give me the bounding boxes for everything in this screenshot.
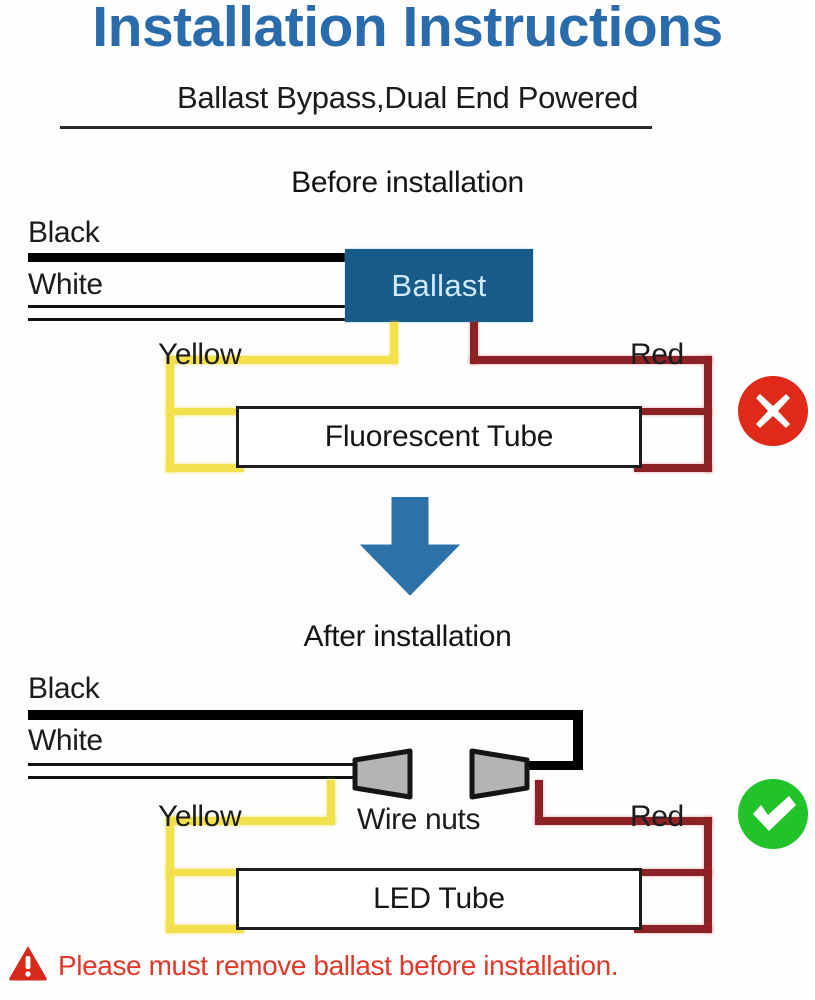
after-yellow-wire-horizontal bbox=[166, 817, 335, 825]
success-check-icon bbox=[737, 778, 809, 850]
after-black-wire-down bbox=[573, 710, 583, 770]
after-white-wire bbox=[28, 763, 358, 779]
after-black-wire-horizontal bbox=[28, 710, 583, 720]
after-black-wire-to-nut bbox=[520, 761, 580, 770]
page-title: Installation Instructions bbox=[92, 0, 723, 59]
footer-warning: Please must remove ballast before instal… bbox=[8, 944, 619, 987]
before-yellow-wire-horizontal bbox=[166, 356, 398, 364]
before-red-branch-top bbox=[634, 408, 712, 415]
before-white-wire bbox=[28, 305, 353, 321]
after-yellow-wire-label: Yellow bbox=[158, 800, 242, 833]
title-divider bbox=[60, 126, 652, 129]
after-black-wire-label: Black bbox=[28, 672, 100, 705]
after-red-wire-label: Red bbox=[630, 800, 684, 833]
ballast-box: Ballast bbox=[345, 249, 533, 322]
after-yellow-wire-drop bbox=[327, 780, 335, 824]
after-yellow-branch-top bbox=[166, 869, 244, 876]
wire-nut-right-icon bbox=[462, 748, 530, 805]
before-white-wire-label: White bbox=[28, 268, 103, 301]
before-black-wire-label: Black bbox=[28, 216, 100, 249]
ballast-box-label: Ballast bbox=[391, 267, 487, 303]
after-yellow-branch-bottom bbox=[166, 925, 244, 933]
before-section-heading: Before installation bbox=[291, 166, 524, 199]
fluorescent-tube-label: Fluorescent Tube bbox=[324, 420, 554, 453]
before-black-wire bbox=[28, 253, 353, 262]
after-red-branch-bottom bbox=[634, 925, 712, 933]
fluorescent-tube-box: Fluorescent Tube bbox=[236, 406, 642, 468]
before-yellow-wire-drop bbox=[390, 322, 398, 364]
before-yellow-wire-label: Yellow bbox=[158, 338, 242, 371]
error-x-icon bbox=[737, 375, 809, 447]
before-red-wire-horizontal bbox=[470, 356, 712, 364]
after-red-branch-top bbox=[634, 869, 712, 876]
led-tube-box: LED Tube bbox=[236, 868, 642, 930]
before-red-wire-label: Red bbox=[630, 338, 684, 371]
before-red-wire-drop bbox=[470, 322, 478, 364]
warning-message: Please must remove ballast before instal… bbox=[58, 949, 619, 981]
led-tube-label: LED Tube bbox=[373, 882, 505, 915]
before-red-branch-bottom bbox=[634, 464, 712, 472]
before-yellow-branch-top bbox=[166, 408, 244, 415]
after-red-wire-drop bbox=[535, 780, 543, 824]
arrow-down-icon bbox=[355, 496, 465, 602]
wire-nut-left-icon bbox=[352, 748, 420, 805]
after-section-heading: After installation bbox=[303, 620, 512, 653]
warning-triangle-icon bbox=[8, 944, 48, 987]
after-white-wire-label: White bbox=[28, 724, 103, 757]
wire-nuts-label: Wire nuts bbox=[357, 803, 481, 836]
before-yellow-branch-bottom bbox=[166, 464, 244, 472]
page-subtitle: Ballast Bypass,Dual End Powered bbox=[176, 80, 639, 115]
after-red-wire-horizontal bbox=[535, 817, 712, 825]
